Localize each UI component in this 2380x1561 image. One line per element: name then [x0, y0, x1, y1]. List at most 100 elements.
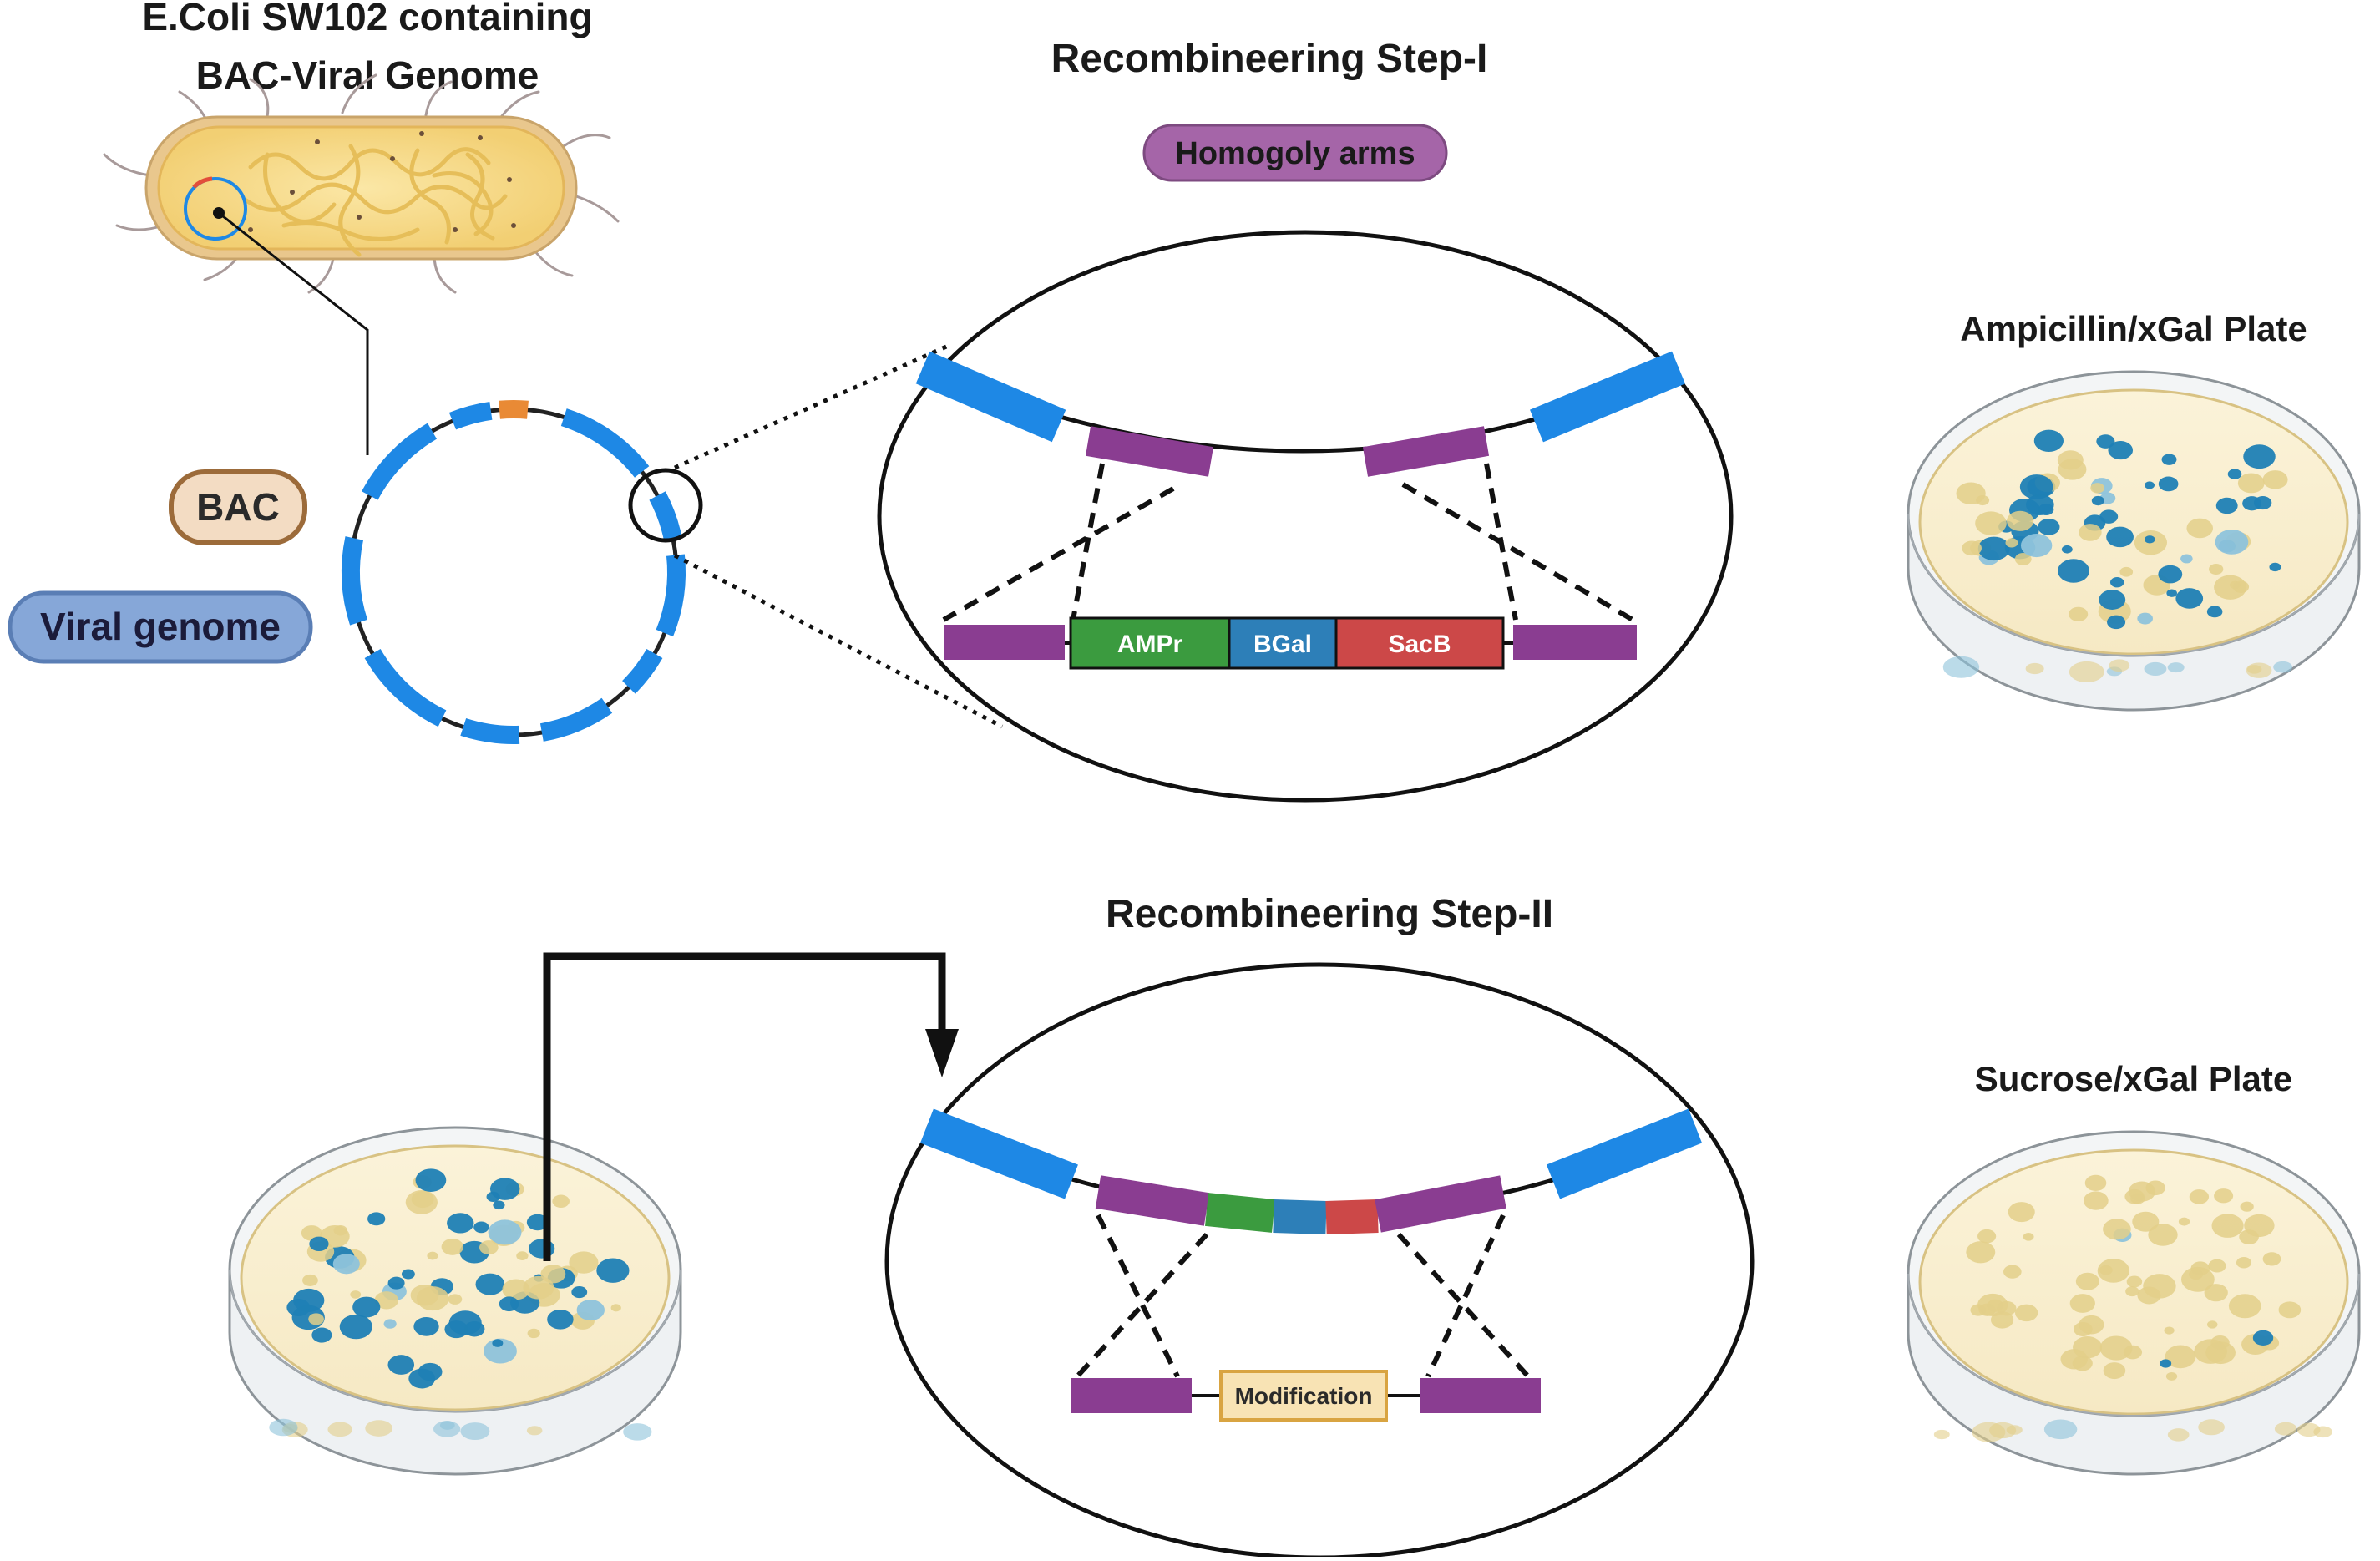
viral-genome-segment — [364, 648, 447, 727]
colony — [576, 1300, 605, 1321]
colony — [463, 1321, 485, 1337]
colony — [339, 1314, 372, 1340]
colony — [444, 1320, 468, 1339]
colony — [309, 1236, 329, 1252]
viral-genome-segment — [539, 697, 613, 742]
step2-zoom-ellipse: Modification — [884, 962, 1755, 1560]
colony — [526, 1214, 549, 1231]
bgal-text: BGal — [1253, 631, 1312, 658]
viral-genome-segment — [362, 423, 438, 500]
colony — [2069, 1294, 2095, 1313]
colony — [527, 1328, 540, 1339]
colony — [387, 1276, 405, 1290]
modification-text: Modification — [1235, 1383, 1373, 1409]
plate1-label: Ampicillin/xGal Plate — [1960, 309, 2307, 348]
colony — [488, 1219, 522, 1245]
colony — [2211, 1214, 2244, 1238]
colony — [2006, 510, 2034, 531]
colony — [2236, 1256, 2252, 1269]
ampr-box: AMPr — [1069, 616, 1231, 670]
colony — [2103, 1219, 2131, 1240]
colony — [460, 1422, 490, 1441]
colony — [2215, 497, 2238, 514]
homology-arms-label-text: Homogoly arms — [1175, 136, 1415, 171]
viral-genome-segment — [342, 536, 368, 626]
colony — [2096, 434, 2115, 449]
colony — [2125, 1286, 2139, 1297]
colony — [2097, 1259, 2129, 1283]
colony — [2075, 1272, 2099, 1290]
colony — [2023, 1232, 2034, 1241]
colony — [2079, 524, 2102, 541]
colony — [2206, 606, 2223, 618]
colony — [2198, 1419, 2225, 1436]
zoom-line-top — [673, 342, 954, 470]
viral-genome-segment — [649, 491, 682, 540]
colony — [311, 1327, 332, 1343]
ampr-text: AMPr — [1117, 631, 1183, 658]
colony — [2253, 496, 2272, 510]
colony — [1942, 656, 1980, 678]
colony — [2019, 474, 2053, 499]
colony — [2043, 1419, 2078, 1440]
colony — [2158, 476, 2179, 492]
colony — [2252, 1330, 2274, 1346]
colony — [2166, 589, 2177, 597]
colony — [1975, 511, 2007, 535]
colony — [2186, 518, 2213, 539]
colony — [2144, 661, 2167, 676]
colony — [623, 1423, 652, 1441]
colony — [571, 1285, 588, 1299]
colony — [2119, 566, 2134, 577]
colony — [2148, 1224, 2178, 1246]
colony — [2262, 1252, 2281, 1266]
colony — [569, 1251, 599, 1274]
colony — [529, 1239, 555, 1259]
colony — [2038, 519, 2060, 535]
colony — [2038, 504, 2054, 516]
viral-genome-segment — [656, 554, 686, 637]
colony — [447, 1213, 474, 1234]
colony — [2158, 565, 2183, 584]
colony — [2269, 562, 2281, 572]
colony — [2165, 1371, 2178, 1381]
colony — [374, 1291, 399, 1310]
colony — [479, 1240, 499, 1255]
colony — [387, 1355, 415, 1375]
colony — [2204, 1284, 2228, 1302]
colony — [484, 1338, 517, 1364]
colony — [2106, 526, 2134, 548]
colony — [2144, 481, 2155, 489]
zoom-circle — [628, 468, 703, 543]
colony — [1933, 1429, 1950, 1440]
colony — [489, 1178, 520, 1200]
colony — [2109, 577, 2124, 588]
connector-line — [218, 211, 369, 455]
colony — [415, 1168, 447, 1192]
colony — [1977, 536, 2010, 561]
step1-title: Recombineering Step-I — [1051, 37, 1488, 81]
colony — [2161, 454, 2177, 465]
colony — [302, 1274, 318, 1286]
colony — [2033, 429, 2064, 453]
colony — [2228, 1294, 2261, 1319]
viral-genome-segment — [621, 648, 663, 694]
colony — [1962, 540, 1982, 556]
colony — [2206, 1320, 2218, 1329]
colony — [308, 1313, 324, 1325]
petri-dish-icon — [228, 1126, 682, 1476]
colony — [610, 1304, 621, 1312]
colony — [2109, 659, 2130, 672]
colony — [2003, 1265, 2022, 1279]
colony — [2208, 1259, 2226, 1273]
sacb-box: SacB — [1334, 616, 1505, 670]
colony — [405, 1190, 438, 1214]
colony — [2083, 1191, 2109, 1210]
colony — [2180, 554, 2193, 564]
colony — [2090, 483, 2104, 494]
colony — [2178, 1217, 2190, 1226]
colony — [2132, 1211, 2160, 1232]
colony — [2069, 661, 2104, 683]
colony — [596, 1258, 630, 1283]
